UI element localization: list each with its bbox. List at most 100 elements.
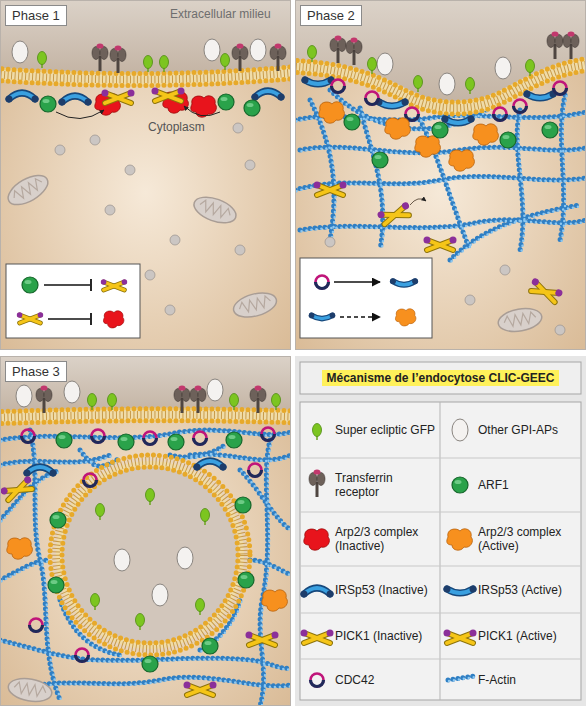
phase-2-scene-part: [332, 80, 345, 93]
phase-2-scene-part: [542, 122, 558, 138]
legend-panel-part: [300, 362, 581, 394]
phase-2-scene-part: [295, 58, 586, 102]
legend-text: ARF1: [478, 478, 578, 492]
phase-1-scene-part: [235, 245, 245, 255]
phase-2-scene-part: [385, 118, 411, 139]
phase-2-scene-part: [514, 100, 527, 113]
phase-2-scene-part: [547, 31, 563, 59]
phase-3-scene-part: [152, 584, 168, 606]
phase-2-scene-part: [495, 57, 511, 79]
phase-2-scene-part: [500, 132, 516, 148]
legend-panel-part: [449, 677, 475, 681]
phase-2-scene-part: [295, 0, 586, 350]
phase-1-scene-part: [0, 78, 291, 86]
legend-panel-part: [452, 477, 468, 493]
phase-3-scene-part: [250, 385, 266, 413]
phase-2-scene-part: [406, 108, 419, 121]
phase-1-scene-part: [6, 93, 39, 103]
phase-1-scene-part: [165, 305, 175, 315]
phase-1-scene-part: [232, 43, 248, 71]
phase-3-scene-part: [108, 394, 117, 411]
phase-1-scene-part: [103, 311, 124, 328]
legend-panel-part: [300, 402, 581, 700]
phase-3-scene-part: [262, 590, 288, 611]
legend-panel-part: [309, 469, 325, 497]
phase-2-scene-part: [366, 92, 379, 105]
legend-panel-part: [300, 458, 581, 659]
legend-panel-part: [440, 402, 441, 700]
phase-3-scene-part: [114, 549, 130, 571]
phase-2-scene-part: [500, 265, 510, 275]
legend-title: Mécanisme de l’endocytose CLIC-GEEC: [322, 370, 558, 386]
phase-2-scene-part: [439, 73, 455, 95]
legend-text: Super ecliptic GFP: [335, 423, 437, 437]
phase-3-scene-part: [230, 394, 239, 411]
phase-1-scene-part: [17, 312, 43, 323]
phase-3-scene-part: [50, 455, 250, 655]
phase-3-scene-part: [16, 385, 32, 407]
phase-2-scene-part: [344, 114, 360, 130]
phase-1-scene-part: [59, 96, 92, 106]
phase-1-scene-part: [191, 192, 240, 228]
phase-2-scene-part: [334, 281, 380, 283]
phase-2-scene-part: [555, 325, 565, 335]
phase-label: Phase 1: [5, 5, 67, 26]
phase-1-scene-part: [105, 205, 115, 215]
region-label: Extracellular milieu: [170, 7, 271, 21]
phase-1-scene-part: [184, 106, 220, 116]
legend-text: PICK1 (Inactive): [335, 629, 437, 643]
phase-1-scene-part: [6, 264, 140, 338]
phase-3-scene-part: [174, 385, 190, 413]
phase-2-scene-part: [376, 99, 409, 107]
phase-2-scene-part: [432, 122, 448, 138]
region-label: Cytoplasm: [148, 120, 205, 134]
phase-3-scene-part: [142, 656, 158, 672]
phase-3-scene-part: [2, 431, 292, 706]
legend-text: Other GPI-APs: [478, 423, 578, 437]
phase-3-scene-part: [36, 385, 52, 413]
phase-3-scene-part: [168, 434, 184, 450]
phase-2-scene-part: [377, 53, 393, 75]
legend-panel-part: [304, 529, 330, 550]
phase-2-scene-part: [295, 0, 586, 102]
phase-3-scene-part: [0, 415, 291, 418]
phase-3-scene-part: [7, 538, 33, 559]
phase-2-scene-part: [319, 102, 345, 123]
phase-2-scene-part: [308, 46, 317, 63]
phase-2-scene-part: [414, 76, 423, 93]
phase-1-scene-part: [22, 277, 38, 293]
phase-1-scene-part: [56, 110, 104, 119]
phase-3-scene-part: [91, 594, 100, 611]
legend-panel-part: [444, 586, 477, 594]
phase-1-scene-part: [245, 160, 255, 170]
phase-2-scene-part: [368, 58, 377, 75]
phase-3-scene-part: [144, 432, 157, 445]
phase-3-scene-part: [246, 632, 279, 646]
legend-text: Arp2/3 complex (Inactive): [335, 525, 437, 554]
phase-2-scene-part: [465, 295, 475, 305]
legend-panel-part: [452, 419, 468, 441]
legend-text: Transferrin receptor: [335, 471, 437, 500]
phase-1-scene-part: [44, 284, 90, 286]
phase-1-scene-part: [221, 54, 230, 71]
legend-panel-part: [311, 674, 324, 687]
phase-1-scene-part: [0, 0, 291, 350]
phase-2-scene-part: [325, 237, 335, 247]
phase-2-scene-part: [390, 278, 418, 284]
phase-1-scene-part: [90, 279, 92, 291]
phase-2-scene-part: [449, 150, 475, 171]
phase-2-scene-part: [340, 316, 380, 318]
phase-3-scene-part: [96, 504, 105, 521]
legend-text: PICK1 (Active): [478, 629, 578, 643]
phase-1-scene-part: [152, 88, 185, 102]
phase-3-scene-part: [30, 619, 43, 632]
phase-1-scene-part: [110, 45, 126, 73]
phase-panel: Phase 3: [0, 356, 291, 706]
legend-panel-part: [301, 588, 334, 598]
phase-2-scene-part: [377, 201, 413, 225]
legend-panel-part-part: [300, 566, 581, 567]
phase-1-scene-part: [90, 135, 100, 145]
phase-3-scene-part: [0, 356, 291, 412]
phase-1-scene-part: [90, 313, 92, 325]
